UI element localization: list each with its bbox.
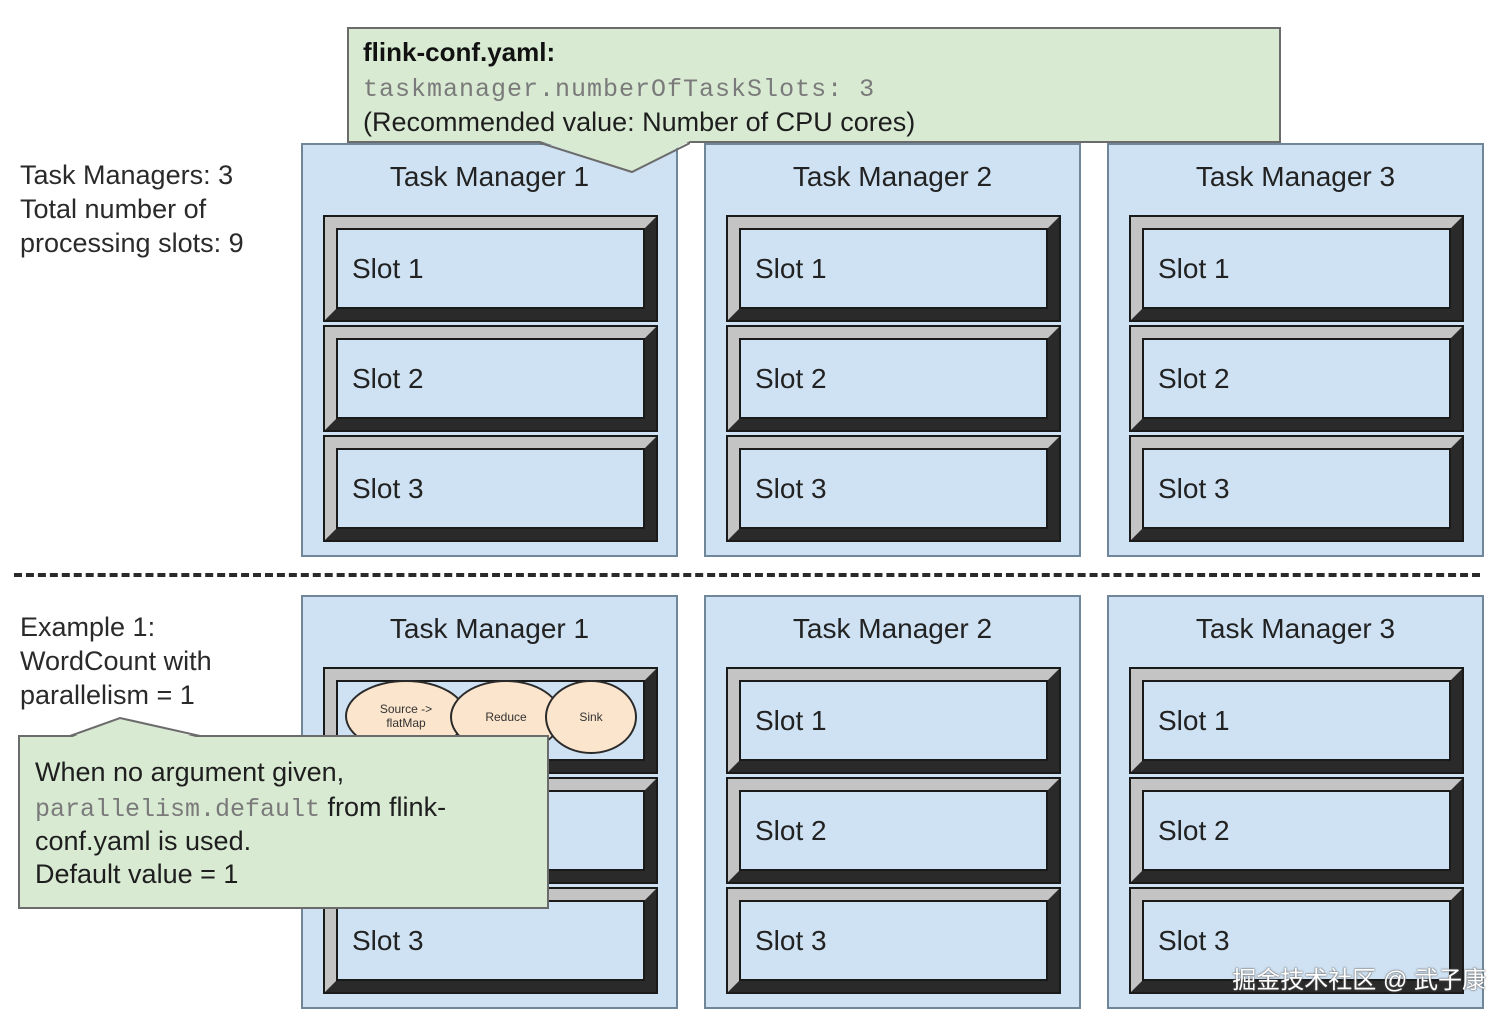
slot: Slot 1 — [1129, 667, 1464, 774]
slot: Slot 1 — [323, 215, 658, 322]
parallelism-callout: When no argument given, parallelism.defa… — [18, 735, 549, 909]
slot: Slot 3 — [1129, 887, 1464, 994]
slot-label: Slot 3 — [1158, 472, 1230, 504]
task-manager-title: Task Manager 2 — [792, 613, 993, 644]
parallelism-callout-line4: Default value = 1 — [35, 859, 239, 889]
slot-label: Slot 3 — [1158, 924, 1230, 956]
slot: Slot 2 — [726, 325, 1061, 432]
slot: Slot 2 — [323, 325, 658, 432]
slot-label: Slot 2 — [755, 362, 827, 394]
parallelism-callout-line3: conf.yaml is used. — [35, 826, 252, 856]
slot-label: Slot 1 — [1158, 252, 1230, 284]
parallelism-callout-line2-rest: from flink- — [320, 792, 447, 822]
slot: Slot 3 — [726, 435, 1061, 542]
slot-label: Slot 1 — [352, 252, 424, 284]
task-manager-title: Task Manager 1 — [389, 613, 590, 644]
slot-label: Slot 3 — [352, 472, 424, 504]
config-callout-note: (Recommended value: Number of CPU cores) — [363, 107, 916, 137]
operator-label: Reduce — [485, 710, 527, 724]
slot-label: Slot 3 — [755, 924, 827, 956]
side-label-line: Example 1: — [20, 612, 156, 642]
task-manager-bottom-2: Task Manager 2 Slot 1 Slot 2 Slot 3 — [704, 595, 1081, 1009]
parallelism-default-code: parallelism.default — [35, 795, 321, 824]
task-manager-title: Task Manager 2 — [792, 161, 993, 192]
operator-label: flatMap — [386, 716, 426, 730]
task-manager-top-2: Task Manager 2 Slot 1 Slot 2 Slot 3 — [704, 143, 1081, 557]
task-manager-title: Task Manager 3 — [1195, 161, 1396, 192]
slot-label: Slot 2 — [352, 362, 424, 394]
side-label-line: processing slots: 9 — [20, 228, 244, 258]
operator-label: Source -> — [379, 702, 433, 716]
slot-label: Slot 2 — [1158, 362, 1230, 394]
top-side-label: Task Managers: 3 Total number of process… — [20, 158, 244, 260]
task-manager-title: Task Manager 1 — [389, 161, 590, 192]
slot: Slot 2 — [1129, 325, 1464, 432]
watermark: 掘金技术社区 @ 武子康 — [1232, 967, 1486, 994]
side-label-line: Total number of — [20, 194, 207, 224]
task-manager-top-3: Task Manager 3 Slot 1 Slot 2 Slot 3 — [1107, 143, 1484, 557]
side-label-line: WordCount with — [20, 646, 212, 676]
operator-sink: Sink — [545, 680, 637, 754]
section-divider — [14, 573, 1480, 577]
slot: Slot 2 — [726, 777, 1061, 884]
slot-label: Slot 2 — [755, 814, 827, 846]
slot-label: Slot 1 — [755, 704, 827, 736]
task-manager-title: Task Manager 3 — [1195, 613, 1396, 644]
slot-label: Slot 1 — [755, 252, 827, 284]
slot: Slot 3 — [1129, 435, 1464, 542]
slot: Slot 1 — [1129, 215, 1464, 322]
slot: Slot 3 — [323, 435, 658, 542]
config-callout: flink-conf.yaml: taskmanager.numberOfTas… — [347, 27, 1281, 143]
slot-label: Slot 1 — [1158, 704, 1230, 736]
task-manager-bottom-3: Task Manager 3 Slot 1 Slot 2 Slot 3 — [1107, 595, 1484, 1009]
config-callout-code: taskmanager.numberOfTaskSlots: 3 — [363, 75, 876, 104]
slot-label: Slot 3 — [755, 472, 827, 504]
bottom-side-label: Example 1: WordCount with parallelism = … — [20, 610, 212, 712]
operator-label: Sink — [579, 710, 603, 724]
config-callout-pointer — [540, 141, 690, 174]
slot: Slot 1 — [726, 215, 1061, 322]
parallelism-callout-pointer — [70, 716, 201, 738]
task-manager-top-1: Task Manager 1 Slot 1 Slot 2 Slot 3 — [301, 143, 678, 557]
slot-label: Slot 3 — [352, 924, 424, 956]
side-label-line: Task Managers: 3 — [20, 160, 234, 190]
config-callout-title: flink-conf.yaml: — [363, 37, 556, 67]
slot-label: Slot 2 — [1158, 814, 1230, 846]
slot: Slot 2 — [1129, 777, 1464, 884]
parallelism-callout-line2: parallelism.default from flink- — [35, 792, 446, 824]
side-label-line: parallelism = 1 — [20, 680, 195, 710]
slot: Slot 3 — [726, 887, 1061, 994]
parallelism-callout-line1: When no argument given, — [35, 757, 345, 787]
slot: Slot 1 — [726, 667, 1061, 774]
